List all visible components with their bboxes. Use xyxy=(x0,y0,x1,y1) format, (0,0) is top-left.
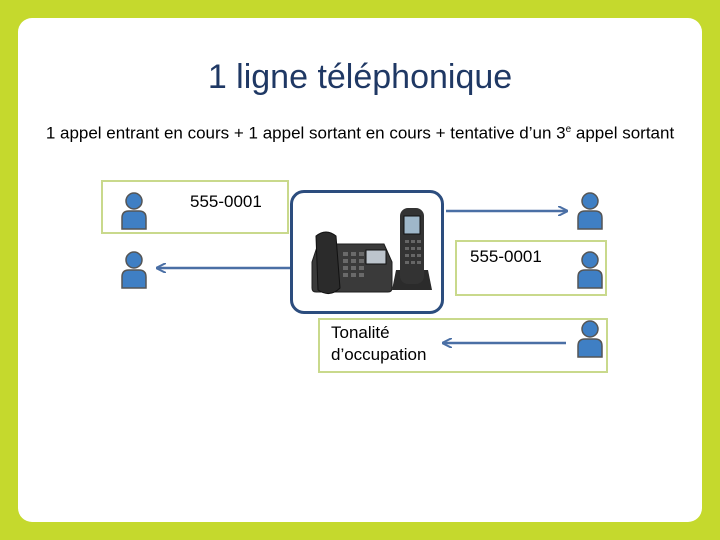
caller-person-icon xyxy=(119,192,149,230)
incoming-person-icon xyxy=(575,192,605,230)
third-caller-person-icon xyxy=(575,320,605,358)
outgoing-person-icon xyxy=(575,251,605,289)
callee-person-icon xyxy=(119,251,149,289)
